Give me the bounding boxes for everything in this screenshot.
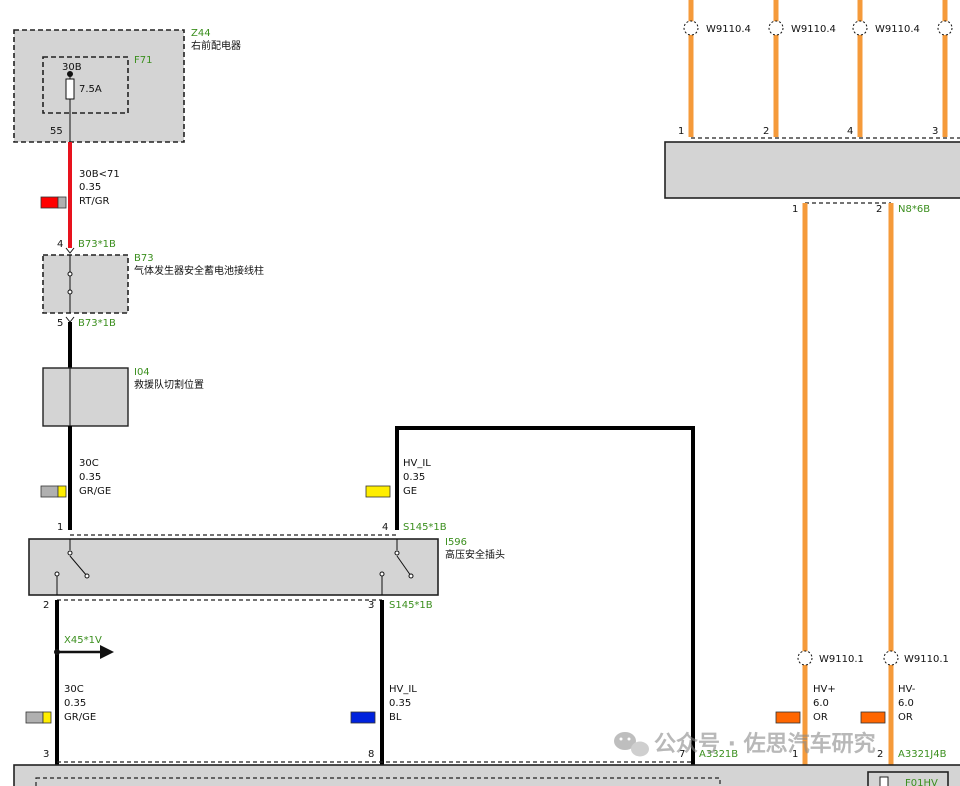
- bottom-pin-7: 7: [679, 749, 685, 760]
- wire-d-gauge: 0.35: [64, 698, 86, 709]
- watermark-text: 公众号 · 佐思汽车研究: [654, 731, 876, 757]
- top-pin-1: 1: [678, 126, 684, 137]
- f01hv-label: F01HV: [905, 778, 938, 786]
- w9110-4-label-3: W9110.4: [875, 24, 920, 35]
- wire-c-gauge: 0.35: [403, 472, 425, 483]
- i04-name: 救援队切割位置: [134, 378, 204, 391]
- w9110-4-label-1: W9110.4: [706, 24, 751, 35]
- z44-pin: 55: [50, 126, 63, 137]
- arrow-right-icon: [100, 645, 114, 659]
- x45-id: X45*1V: [64, 635, 102, 646]
- i596-switches: [54, 539, 414, 595]
- i04-component[interactable]: [42, 367, 129, 427]
- b73-id: B73: [134, 253, 154, 264]
- i596-pin1: 1: [57, 522, 63, 533]
- w9110-1-left: W9110.1: [819, 654, 864, 665]
- hv-minus-signal: HV-: [898, 684, 916, 695]
- i04-id: I04: [134, 367, 150, 378]
- out-pin-1: 1: [792, 204, 798, 215]
- hv-plus-color: OR: [813, 712, 828, 723]
- i596-name: 高压安全插头: [445, 548, 505, 561]
- z44-id: Z44: [191, 28, 211, 39]
- top-right-component[interactable]: [664, 141, 960, 199]
- hv-plus-swatch: [775, 711, 801, 724]
- wire-e-swatch: [350, 711, 376, 724]
- wire-b-signal: 30C: [79, 458, 99, 469]
- bottom-component[interactable]: [13, 764, 960, 786]
- w9110-4-splices: [683, 20, 953, 36]
- b73-conn-in: B73*1B: [78, 239, 116, 250]
- z44-name: 右前配电器: [191, 39, 241, 52]
- wire-b-gauge: 0.35: [79, 472, 101, 483]
- hv-minus-gauge: 6.0: [898, 698, 914, 709]
- i596-pin2: 2: [43, 600, 49, 611]
- top-pin-3: 3: [932, 126, 938, 137]
- i596-component[interactable]: [28, 538, 439, 596]
- wire-a-gauge: 0.35: [79, 182, 101, 193]
- hv-minus-color: OR: [898, 712, 913, 723]
- f01hv-fuse-box[interactable]: [867, 771, 949, 786]
- b73-pin-in: 4: [57, 239, 63, 250]
- hv-conn: A3321J4B: [898, 749, 947, 760]
- hv-plus-gauge: 6.0: [813, 698, 829, 709]
- f71-fuse-box[interactable]: [42, 56, 129, 114]
- wire-d-swatch: [25, 711, 52, 724]
- i596-conn-bottom: S145*1B: [389, 600, 433, 611]
- wire-e-gauge: 0.35: [389, 698, 411, 709]
- bottom-conn-a: A3321B: [699, 749, 738, 760]
- wire-d-color: GR/GE: [64, 712, 96, 723]
- w9110-1-splices: [797, 650, 899, 666]
- f71-id: F71: [134, 55, 152, 66]
- f71-rating: 7.5A: [79, 84, 102, 95]
- wire-d-signal: 30C: [64, 684, 84, 695]
- wire-c-color: GE: [403, 486, 417, 497]
- bottom-pin-3: 3: [43, 749, 49, 760]
- i596-pin3: 3: [368, 600, 374, 611]
- hv-pin-left: 1: [792, 749, 798, 760]
- hv-pin-right: 2: [877, 749, 883, 760]
- wire-a-color: RT/GR: [79, 196, 109, 207]
- wire-b-color: GR/GE: [79, 486, 111, 497]
- wire-c-swatch: [365, 485, 391, 498]
- wire-e-color: BL: [389, 712, 402, 723]
- b73-component[interactable]: [42, 254, 129, 314]
- top-right-conn: N8*6B: [898, 204, 930, 215]
- top-pin-2: 2: [763, 126, 769, 137]
- wire-e-signal: HV_IL: [389, 684, 417, 695]
- b73-pin-out: 5: [57, 318, 63, 329]
- wire-hv-il-loop[interactable]: [395, 426, 695, 770]
- fuse-symbol: [65, 78, 75, 100]
- out-pin-2: 2: [876, 204, 882, 215]
- wechat-logo: [614, 732, 649, 757]
- hv-minus-swatch: [860, 711, 886, 724]
- wire-a-signal: 30B<71: [79, 169, 120, 180]
- w9110-4-label-2: W9110.4: [791, 24, 836, 35]
- w9110-1-right: W9110.1: [904, 654, 949, 665]
- top-pin-4: 4: [847, 126, 853, 137]
- bottom-pin-8: 8: [368, 749, 374, 760]
- wire-c-signal: HV_IL: [403, 458, 431, 469]
- wire-a-swatch: [40, 196, 67, 209]
- hv-plus-signal: HV+: [813, 684, 836, 695]
- top-right-wires[interactable]: [688, 0, 948, 137]
- wire-b-swatch: [40, 485, 67, 498]
- b73-name: 气体发生器安全蓄电池接线柱: [134, 264, 264, 277]
- b73-conn-out: B73*1B: [78, 318, 116, 329]
- i596-pin4: 4: [382, 522, 388, 533]
- f71-terminal: 30B: [62, 62, 82, 73]
- i596-conn-top: S145*1B: [403, 522, 447, 533]
- i596-id: I596: [445, 537, 467, 548]
